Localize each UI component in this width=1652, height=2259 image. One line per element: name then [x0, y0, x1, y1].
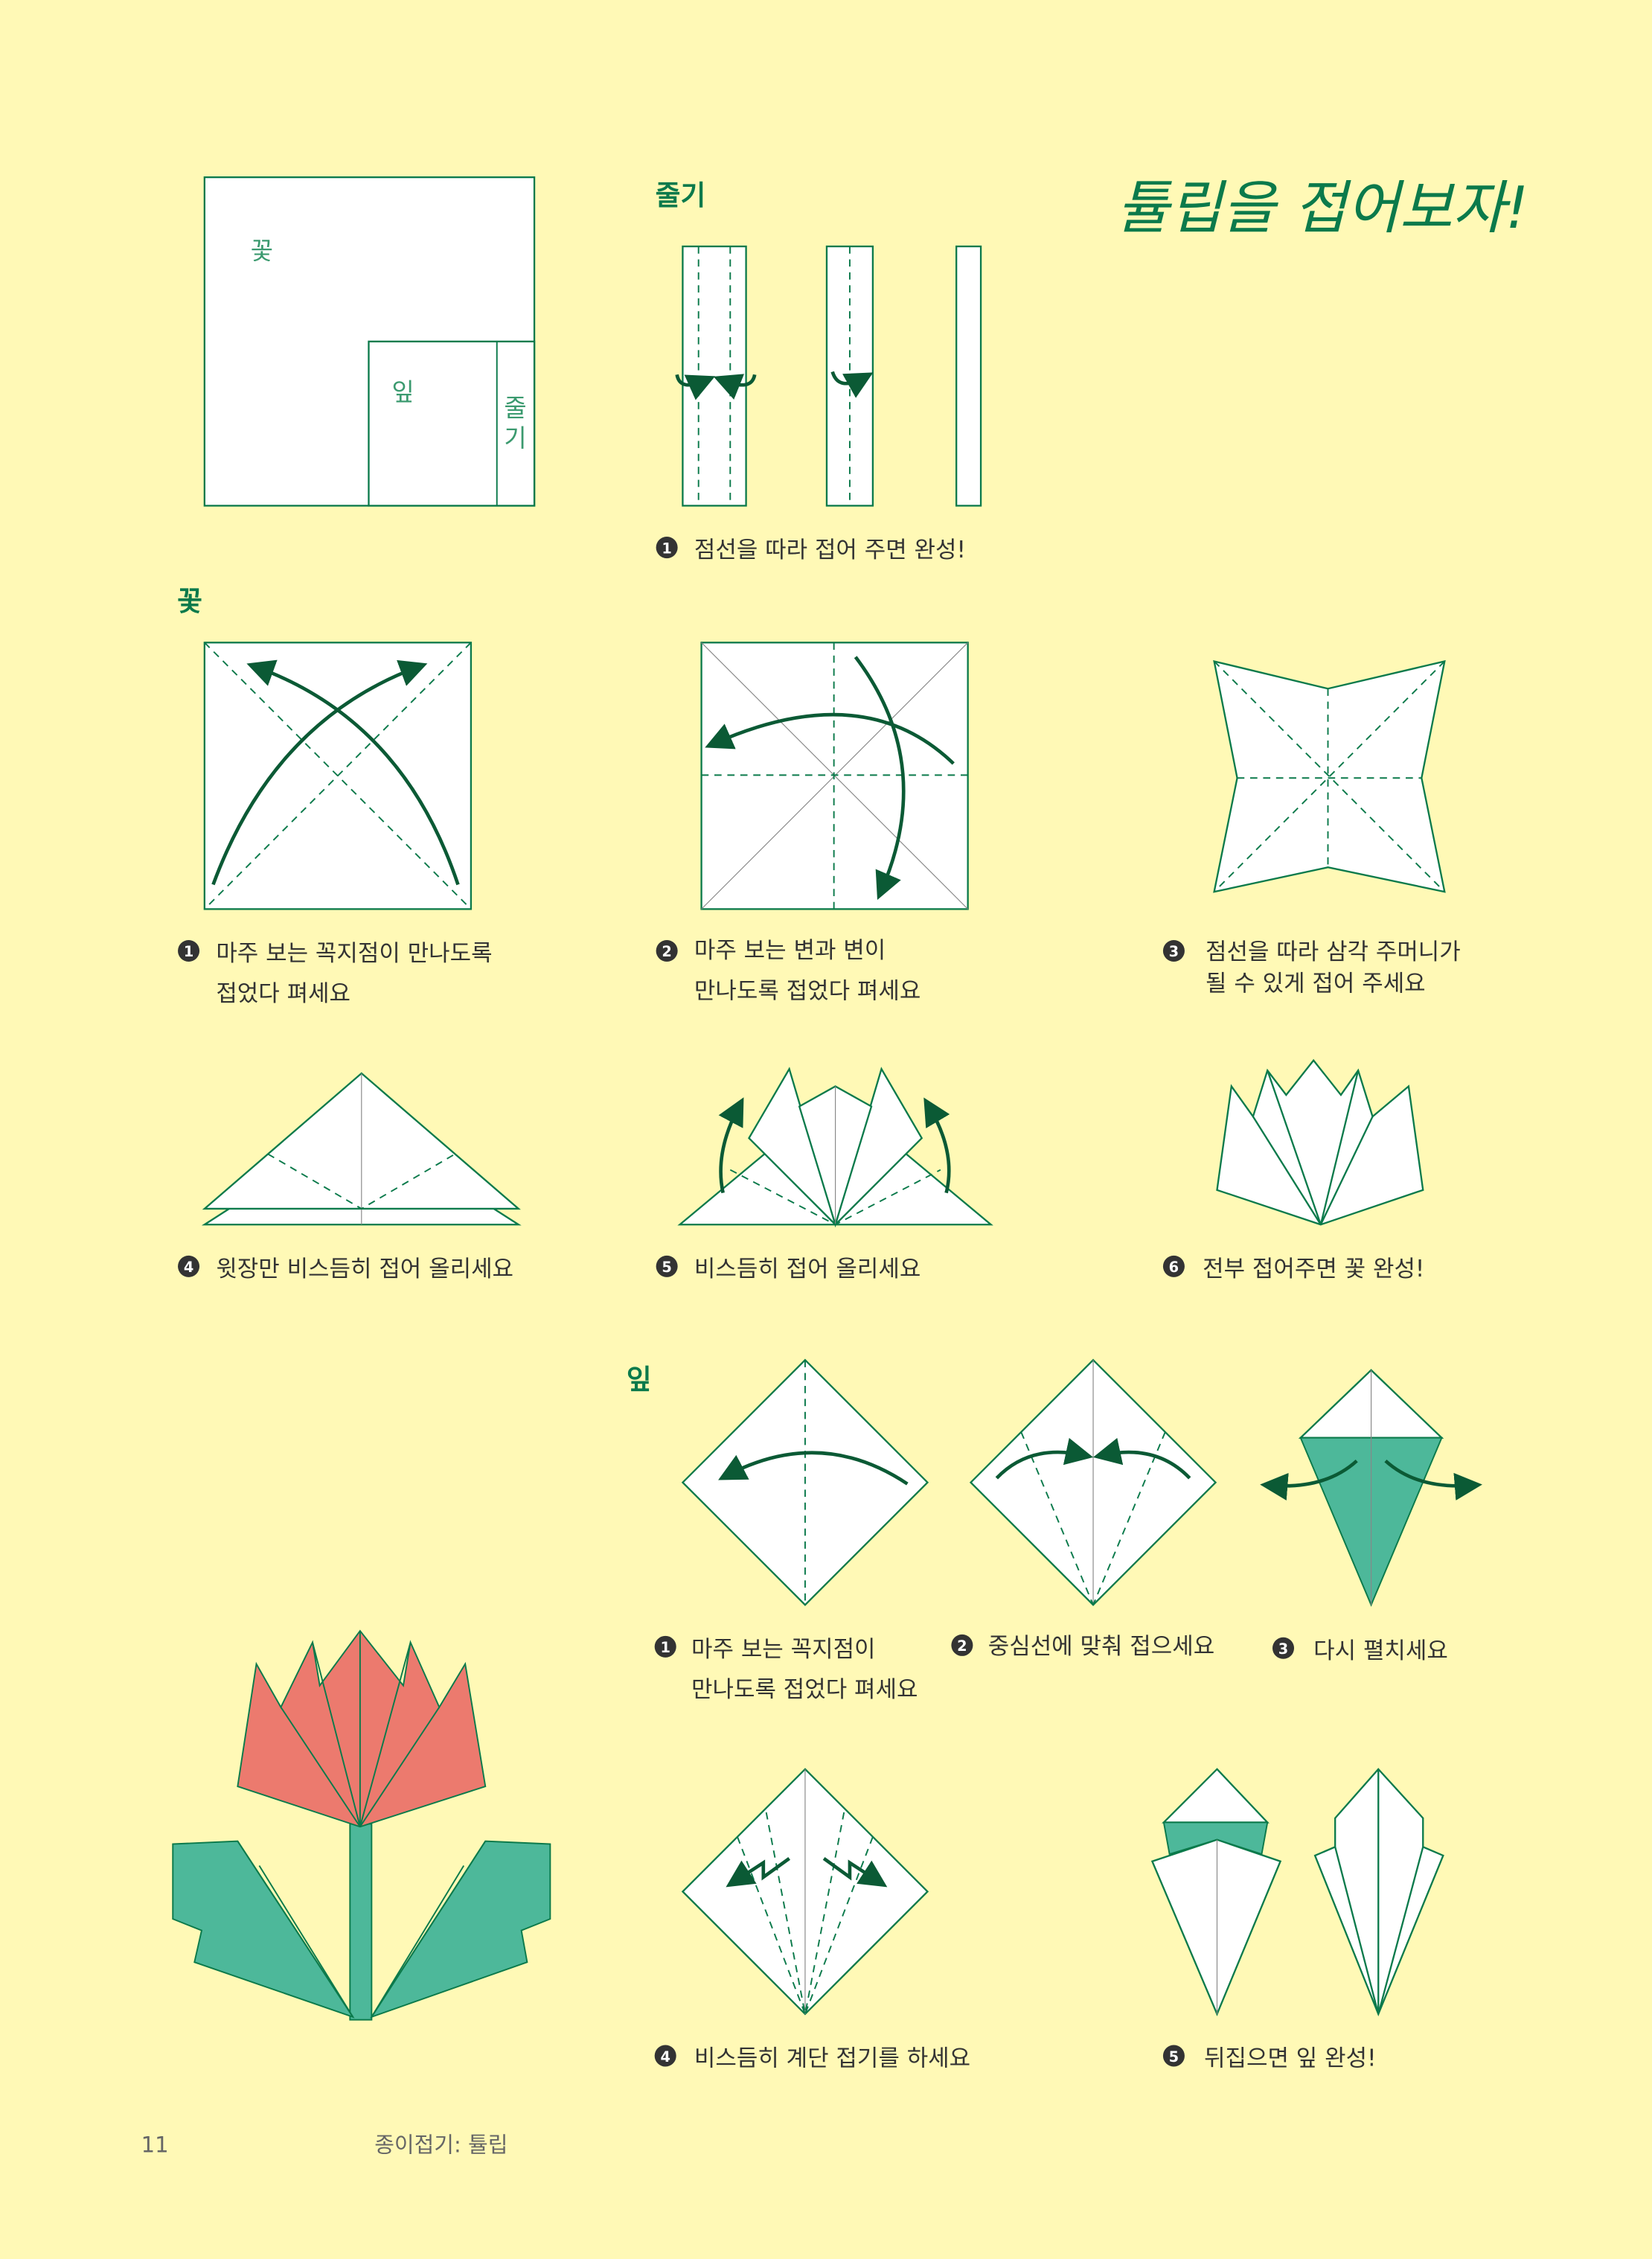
svg-text:될 수 있게 접어 주세요: 될 수 있게 접어 주세요 [1206, 971, 1426, 997]
leaf-step-5-diagram [1150, 1768, 1444, 2016]
svg-text:4: 4 [660, 2048, 670, 2065]
leaf-step-4-diagram [681, 1768, 929, 2016]
flower-step-3-diagram [1213, 659, 1446, 893]
svg-text:비스듬히 계단 접기를 하세요: 비스듬히 계단 접기를 하세요 [694, 2045, 970, 2072]
svg-text:비스듬히 접어 올리세요: 비스듬히 접어 올리세요 [694, 1256, 921, 1282]
stem-step-1: 1 점선을 따라 접어 주면 완성! [656, 537, 966, 563]
flower-step-6: 6 전부 접어주면 꽃 완성! [1162, 1255, 1424, 1282]
svg-text:만나도록 접었다 펴세요: 만나도록 접었다 펴세요 [691, 1676, 918, 1703]
flower-step-6-diagram [1216, 1058, 1424, 1226]
flower-step-1: 1 마주 보는 꼭지점이 만나도록 접었다 펴세요 [178, 939, 493, 1007]
leaf-step-5: 5 뒤집으면 잎 완성! [1162, 2045, 1377, 2072]
page-number: 11 [141, 2132, 169, 2158]
flower-step-5: 5 비스듬히 접어 올리세요 [656, 1255, 921, 1282]
leaf-step-2: 2 중심선에 맞춰 접으세요 [951, 1633, 1214, 1660]
cut-diagram: 꽃 잎 줄 기 [203, 176, 536, 507]
cut-label-stem-2: 기 [504, 424, 526, 453]
svg-text:1: 1 [660, 1639, 670, 1656]
stem-diagram [675, 245, 982, 507]
svg-text:1: 1 [184, 943, 193, 960]
flower-step-3: 3 점선을 따라 삼각 주머니가 될 수 있게 접어 주세요 [1162, 939, 1461, 997]
leaf-step-4: 4 비스듬히 계단 접기를 하세요 [654, 2045, 970, 2072]
cut-label-stem-1: 줄 [504, 393, 526, 422]
leaf-step-3: 3 다시 펼치세요 [1272, 1637, 1448, 1664]
svg-text:만나도록 접었다 펴세요: 만나도록 접었다 펴세요 [694, 977, 921, 1004]
svg-text:접었다 펴세요: 접었다 펴세요 [216, 980, 350, 1007]
leaf-step-3-diagram [1260, 1369, 1482, 1607]
flower-step-5-diagram [677, 1067, 993, 1228]
flower-step-2: 2 마주 보는 변과 변이 만나도록 접었다 펴세요 [656, 937, 921, 1004]
svg-text:4: 4 [184, 1259, 193, 1276]
svg-text:마주 보는 변과 변이: 마주 보는 변과 변이 [694, 937, 886, 964]
svg-text:다시 펼치세요: 다시 펼치세요 [1313, 1637, 1448, 1664]
finished-tulip-illustration [172, 1629, 551, 2021]
svg-text:중심선에 맞춰 접으세요: 중심선에 맞춰 접으세요 [988, 1633, 1214, 1660]
svg-text:윗장만 비스듬히 접어 올리세요: 윗장만 비스듬히 접어 올리세요 [216, 1256, 513, 1282]
svg-text:5: 5 [1169, 2048, 1179, 2065]
chapter-title: 종이접기: 튤립 [374, 2132, 508, 2158]
svg-text:3: 3 [1278, 1640, 1288, 1658]
svg-text:뒤집으면 잎 완성!: 뒤집으면 잎 완성! [1204, 2045, 1376, 2072]
section-heading-flower: 꽃 [177, 586, 202, 618]
svg-text:2: 2 [662, 943, 671, 960]
section-heading-leaf: 잎 [627, 1364, 652, 1396]
svg-text:3: 3 [1169, 943, 1179, 960]
leaf-step-1-diagram [681, 1358, 929, 1606]
leaf-step-2-diagram [969, 1358, 1217, 1606]
flower-step-4-diagram [201, 1072, 522, 1226]
flower-step-4: 4 윗장만 비스듬히 접어 올리세요 [178, 1255, 513, 1282]
svg-text:마주 보는 꼭지점이: 마주 보는 꼭지점이 [691, 1636, 876, 1663]
flower-step-1-diagram [203, 642, 473, 910]
leaf-step-1: 1 마주 보는 꼭지점이 만나도록 접었다 펴세요 [654, 1635, 918, 1703]
svg-text:5: 5 [662, 1259, 671, 1276]
svg-text:점선을 따라 접어 주면 완성!: 점선을 따라 접어 주면 완성! [694, 537, 966, 563]
section-heading-stem: 줄기 [656, 179, 706, 211]
svg-text:6: 6 [1169, 1259, 1179, 1276]
svg-text:1: 1 [662, 540, 671, 557]
cut-label-flower: 꽃 [251, 236, 273, 265]
flower-step-2-diagram [700, 642, 969, 910]
page-title: 튤립을 접어보자! [1116, 175, 1528, 242]
svg-text:2: 2 [957, 1637, 967, 1655]
svg-text:전부 접어주면 꽃 완성!: 전부 접어주면 꽃 완성! [1203, 1256, 1424, 1282]
cut-label-leaf: 잎 [391, 377, 414, 406]
svg-text:점선을 따라 삼각 주머니가: 점선을 따라 삼각 주머니가 [1206, 939, 1461, 965]
svg-text:마주 보는 꼭지점이 만나도록: 마주 보는 꼭지점이 만나도록 [216, 940, 492, 967]
